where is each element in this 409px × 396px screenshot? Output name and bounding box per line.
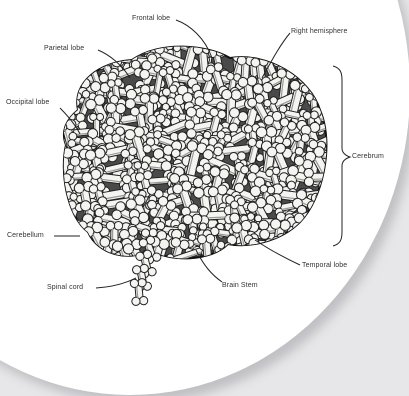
label-cerebellum: Cerebellum (7, 232, 44, 240)
bone-shape (314, 192, 334, 240)
bone-shape (39, 167, 62, 212)
bone-shape (53, 57, 84, 93)
label-cerebrum: Cerebrum (352, 153, 384, 161)
bone-shape (57, 236, 92, 288)
bone-shape (223, 247, 238, 275)
bone-shape (315, 225, 336, 266)
bone-shape (316, 206, 338, 251)
label-brain-stem: Brain Stem (222, 282, 258, 290)
bone-shape (290, 235, 326, 282)
bone-shape (244, 243, 265, 276)
bone-shape (308, 39, 341, 58)
bone-shape (41, 65, 71, 85)
bone-shape (33, 247, 76, 271)
bone-shape (283, 32, 330, 65)
bone-shape (285, 236, 314, 279)
bone-shape (318, 242, 339, 276)
bone-shape (314, 41, 340, 80)
bone-shape (130, 278, 148, 306)
label-temporal-lobe: Temporal lobe (302, 262, 347, 270)
bone-shape (40, 238, 75, 260)
bone-shape (41, 32, 60, 75)
leader-temporal-lobe (255, 240, 300, 265)
label-spinal-cord: Spinal cord (47, 284, 83, 292)
leader-cerebrum-bracket (333, 66, 350, 246)
label-parietal-lobe: Parietal lobe (44, 45, 84, 53)
bone-shape (244, 237, 295, 272)
bone-shape (35, 207, 72, 228)
label-frontal-lobe: Frontal lobe (132, 15, 170, 23)
bone-shape (297, 51, 331, 74)
label-right-hemisphere: Right hemisphere (291, 28, 347, 36)
bone-shape (306, 63, 351, 85)
bone-shape (63, 250, 107, 271)
label-occipital-lobe: Occipital lobe (6, 99, 49, 107)
bone-shape (49, 81, 69, 121)
bone-pattern (28, 23, 351, 288)
